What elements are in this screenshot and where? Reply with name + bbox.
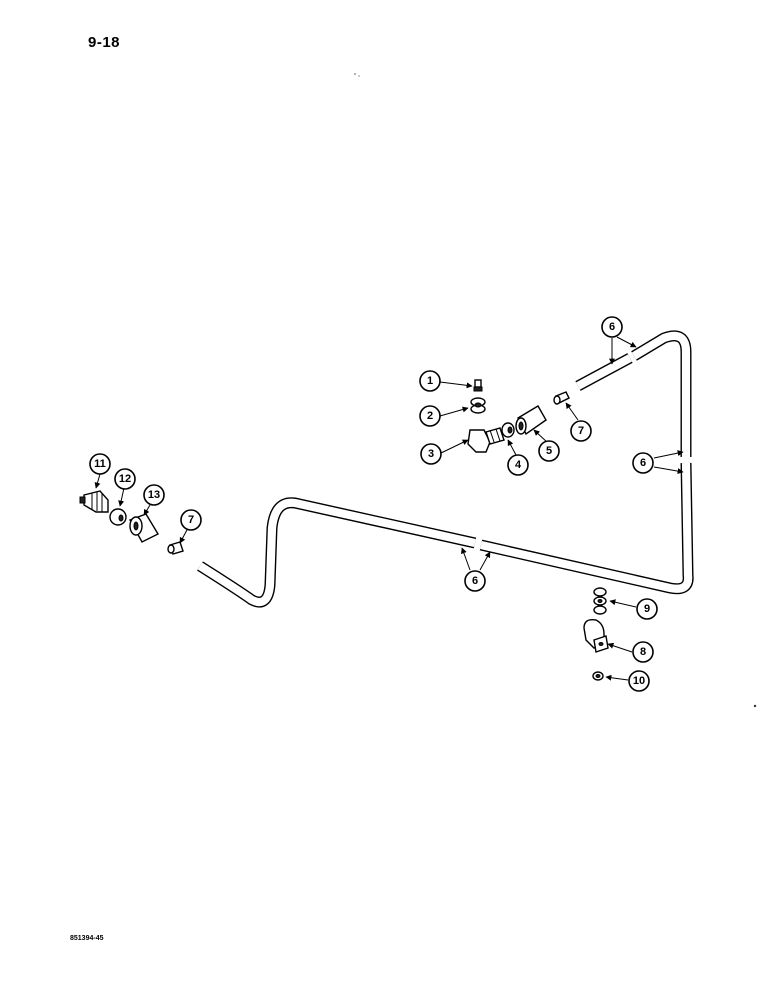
page-number: 9-18 bbox=[88, 34, 121, 51]
clip-8 bbox=[583, 618, 609, 653]
callout-4: 4 bbox=[507, 454, 529, 476]
callout-13-label: 13 bbox=[148, 489, 160, 501]
callout-6-right: 6 bbox=[632, 452, 654, 474]
sleeve-12 bbox=[109, 508, 127, 526]
callout-6-right-label: 6 bbox=[640, 457, 646, 469]
nut-13 bbox=[128, 513, 159, 543]
elbow-fitting-3 bbox=[467, 427, 505, 453]
callout-6-bottom: 6 bbox=[464, 570, 486, 592]
washer-2 bbox=[470, 397, 486, 414]
callout-1: 1 bbox=[419, 370, 441, 392]
callout-2-label: 2 bbox=[427, 410, 433, 422]
callout-10-label: 10 bbox=[633, 675, 645, 687]
callout-3: 3 bbox=[420, 443, 442, 465]
callout-6-top-label: 6 bbox=[609, 321, 615, 333]
callout-8-label: 8 bbox=[640, 646, 646, 658]
leader-lines bbox=[94, 336, 684, 681]
callout-1-label: 1 bbox=[427, 375, 433, 387]
tube-lower-section bbox=[197, 462, 694, 608]
connector-11 bbox=[79, 490, 109, 513]
callout-8: 8 bbox=[632, 641, 654, 663]
nut-5 bbox=[515, 405, 547, 436]
callout-6-bottom-label: 6 bbox=[472, 575, 478, 587]
callout-7-upper-label: 7 bbox=[578, 425, 584, 437]
callout-4-label: 4 bbox=[515, 459, 522, 471]
callout-5-label: 5 bbox=[546, 445, 552, 457]
grease-zerk-1 bbox=[473, 379, 483, 392]
callout-9: 9 bbox=[636, 598, 658, 620]
callout-7-left: 7 bbox=[180, 509, 202, 531]
sleeve-4 bbox=[501, 422, 515, 438]
callout-12: 12 bbox=[114, 468, 136, 490]
tube-upper-section bbox=[575, 330, 692, 457]
washers-9 bbox=[593, 587, 607, 615]
callout-10: 10 bbox=[628, 670, 650, 692]
callout-5: 5 bbox=[538, 440, 560, 462]
callout-9-label: 9 bbox=[644, 603, 650, 615]
callout-7-upper: 7 bbox=[570, 420, 592, 442]
callout-11-label: 11 bbox=[94, 458, 106, 470]
callout-12-label: 12 bbox=[119, 473, 131, 485]
figure-id: 851394-45 bbox=[70, 935, 104, 942]
nut-10 bbox=[592, 671, 604, 681]
callout-11: 11 bbox=[89, 453, 111, 475]
callout-3-label: 3 bbox=[428, 448, 434, 460]
insert-7-upper bbox=[553, 391, 570, 405]
callout-13: 13 bbox=[143, 484, 165, 506]
insert-7-left bbox=[167, 541, 184, 555]
callout-2: 2 bbox=[419, 405, 441, 427]
callout-6-top: 6 bbox=[601, 316, 623, 338]
scan-specks bbox=[354, 73, 757, 708]
callout-7-left-label: 7 bbox=[188, 514, 194, 526]
